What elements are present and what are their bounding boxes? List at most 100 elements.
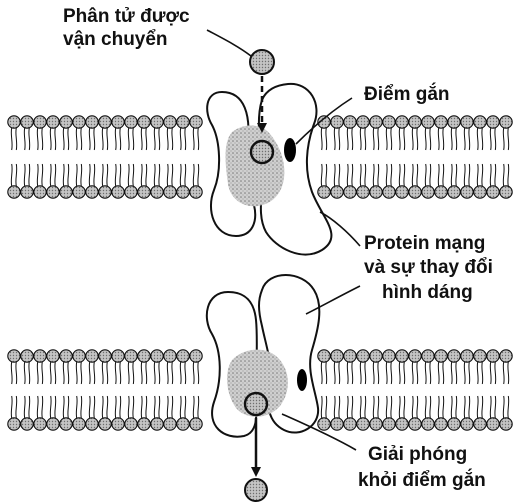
lipid-tail [115,396,116,418]
lipid-tail [326,128,327,150]
lipid-tail [128,128,129,150]
lipid-head [409,116,421,128]
lipid-tail [469,396,470,418]
lipid-head [164,350,176,362]
lipid-tail [360,396,361,418]
lipid-tail [477,128,478,150]
lipid-tail [321,164,322,186]
lipid-tail [443,128,444,150]
lipid-tail [16,362,17,384]
lipid-head [383,350,395,362]
lipid-tail [326,396,327,418]
lipid-head [344,116,356,128]
molecule-at-site [251,141,273,163]
lipid-head [21,116,33,128]
lipid-tail [185,362,186,384]
lipid-tail [456,128,457,150]
lipid-tail [89,362,90,384]
lipid-tail [399,128,400,150]
lipid-tail [391,396,392,418]
lipid-head [435,186,447,198]
lipid-tail [430,128,431,150]
lipid-tail [120,362,121,384]
lipid-tail [11,128,12,150]
lipid-tail [503,362,504,384]
lipid-tail [438,128,439,150]
lipid-head [487,350,499,362]
lipid-tail [508,396,509,418]
lipid-tail [76,396,77,418]
lipid-head [99,418,111,430]
lipid-tail [89,396,90,418]
lipid-tail [198,128,199,150]
lipid-tail [159,362,160,384]
lipid-head [60,418,72,430]
lipid-tail [16,164,17,186]
lipid-head [448,186,460,198]
lipid-head [73,350,85,362]
lipid-tail [430,396,431,418]
lipid-tail [115,362,116,384]
lipid-tail [365,128,366,150]
lipid-head [474,186,486,198]
lipid-head [396,116,408,128]
lipid-tail [438,396,439,418]
lipid-tail [339,362,340,384]
lipid-tail [185,164,186,186]
lipid-tail [482,128,483,150]
lipid-head [177,418,189,430]
lipid-head [331,418,343,430]
lipid-tail [365,362,366,384]
lipid-tail [133,396,134,418]
lipid-head [73,418,85,430]
lipid-head [34,116,46,128]
lipid-tail [360,128,361,150]
lipid-tail [115,164,116,186]
lipid-head [383,116,395,128]
lipid-tail [495,362,496,384]
lipid-tail [50,362,51,384]
lipid-head [409,350,421,362]
lipid-head [151,350,163,362]
lipid-head [8,116,20,128]
lipid-head [344,418,356,430]
lipid-tail [68,396,69,418]
lipid-head [34,418,46,430]
lipid-tail [68,362,69,384]
lipid-tail [360,164,361,186]
lipid-tail [154,164,155,186]
lipid-tail [180,164,181,186]
lipid-head [60,350,72,362]
lipid-head [86,350,98,362]
lipid-tail [24,128,25,150]
lipid-tail [417,164,418,186]
lipid-tail [373,362,374,384]
lipid-head [99,116,111,128]
lipid-head [331,186,343,198]
lipid-head [448,350,460,362]
lipid-tail [373,164,374,186]
lipid-tail [347,396,348,418]
lipid-tail [451,128,452,150]
lipid-head [396,418,408,430]
lipid-head [318,350,330,362]
lipid-tail [94,362,95,384]
lipid-tail [133,164,134,186]
lipid-tail [503,396,504,418]
label-release-line2: khỏi điểm gắn [358,470,486,492]
lipid-tail [37,362,38,384]
lipid-tail [68,128,69,150]
lipid-tail [81,128,82,150]
lipid-tail [386,164,387,186]
lipid-tail [451,396,452,418]
label-molecule-line1: Phân tử được [63,6,190,28]
lipid-head [177,186,189,198]
lipid-tail [469,128,470,150]
label-molecule-line2: vận chuyển [63,29,168,51]
lipid-tail [63,128,64,150]
lipid-tail [50,128,51,150]
lipid-head [177,116,189,128]
lipid-tail [24,362,25,384]
lipid-tail [391,128,392,150]
lipid-tail [339,164,340,186]
